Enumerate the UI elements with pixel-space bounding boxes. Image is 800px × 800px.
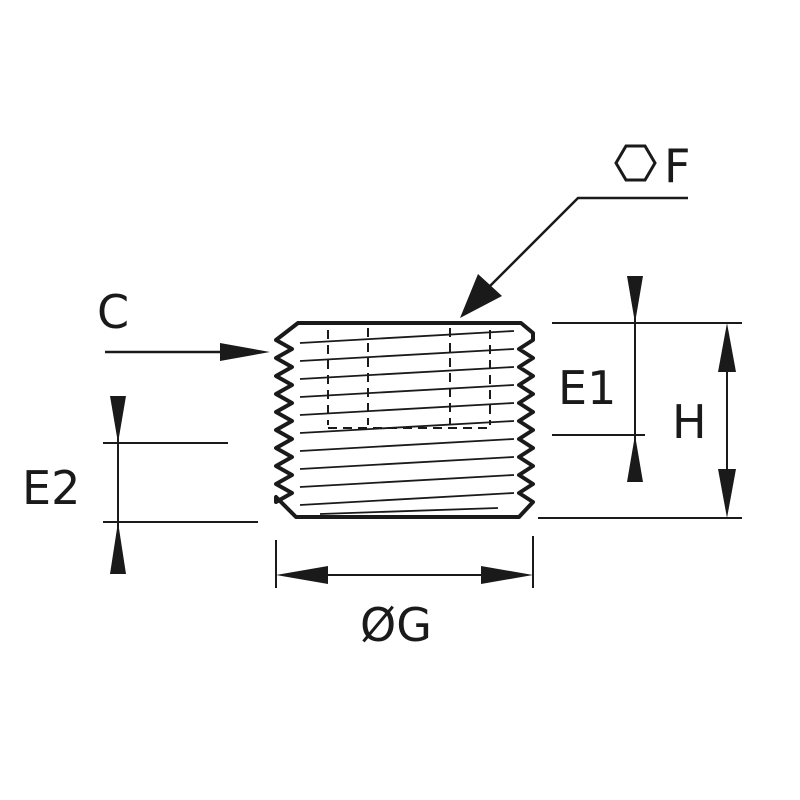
thread-lines — [299, 330, 515, 515]
dimension-g — [275, 536, 534, 588]
thread-line — [319, 507, 499, 515]
thread-line — [299, 474, 515, 488]
dimension-e1 — [552, 276, 742, 482]
label-c: C — [97, 285, 129, 339]
dimension-h — [538, 323, 742, 519]
thread-line — [299, 384, 515, 398]
label-e2: E2 — [22, 461, 80, 515]
threaded-plug — [274, 321, 535, 519]
thread-line — [299, 456, 515, 470]
plug-outline — [274, 321, 535, 519]
dimension-e2 — [103, 396, 258, 574]
label-g: ØG — [360, 598, 432, 652]
leader-c — [105, 343, 270, 361]
thread-line — [299, 330, 515, 344]
thread-line — [299, 438, 515, 452]
hex-socket-hidden-lines — [327, 328, 492, 429]
label-h: H — [672, 395, 707, 449]
thread-line — [299, 366, 515, 380]
thread-line — [299, 492, 515, 506]
leader-f — [460, 196, 688, 318]
label-e1: E1 — [558, 361, 616, 415]
thread-line — [299, 402, 515, 416]
hexagon-icon — [614, 144, 657, 182]
label-f: F — [664, 139, 690, 193]
thread-line — [299, 348, 515, 362]
